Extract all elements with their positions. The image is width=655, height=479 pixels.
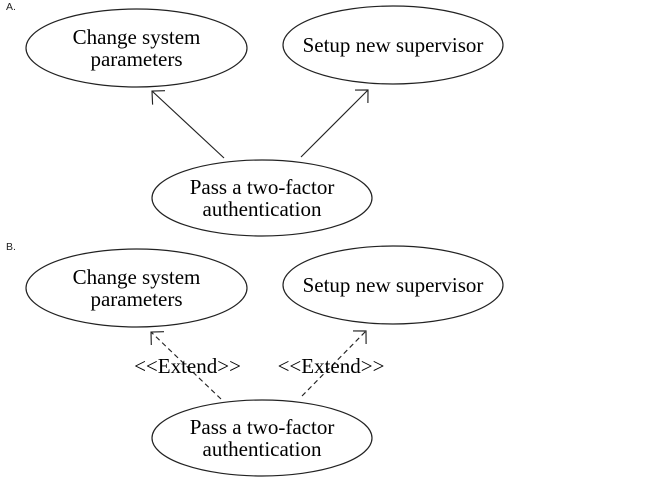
edge-a-right-shaft [300, 89, 369, 158]
open-arrowhead-icon [354, 89, 369, 104]
edge-a-bottom-to-left [151, 90, 225, 159]
edge-a-bottom-to-right [300, 89, 369, 158]
usecase-ellipse-b-setup-supervisor [282, 245, 504, 325]
usecase-ellipse-b-change-system [25, 248, 248, 328]
usecase-a-change-system-label: Change system parameters [72, 25, 201, 71]
edge-b-right-shaft [301, 330, 367, 397]
usecase-a-setup-supervisor-label: Setup new supervisor [302, 33, 484, 57]
usecase-b-change-system-label: Change system parameters [72, 265, 201, 311]
usecase-a-two-factor: Pass a two-factor authentication [152, 160, 372, 236]
usecase-b-setup-supervisor: Setup new supervisor [283, 246, 503, 324]
usecase-a-two-factor-label: Pass a two-factor authentication [189, 175, 335, 221]
usecase-b-two-factor-label: Pass a two-factor authentication [189, 415, 335, 461]
usecase-ellipse-a-setup-supervisor [282, 5, 504, 85]
open-arrowhead-icon [352, 330, 367, 345]
usecase-ellipse-a-change-system [25, 8, 248, 88]
extend-stereotype-label-right: <<Extend>> [277, 354, 385, 378]
section-a-label: A. [6, 1, 16, 13]
open-arrowhead-icon [151, 90, 166, 105]
edge-b-bottom-to-right [301, 330, 367, 397]
usecase-ellipse-a-two-factor [151, 159, 373, 237]
usecase-b-change-system: Change system parameters [26, 249, 247, 327]
extend-stereotype-label-left: <<Extend>> [134, 354, 241, 378]
usecase-a-change-system: Change system parameters [26, 9, 247, 87]
usecase-b-two-factor: Pass a two-factor authentication [152, 400, 372, 476]
edge-a-left-shaft [151, 90, 225, 159]
section-b-label: B. [6, 241, 16, 253]
open-arrowhead-icon [150, 331, 165, 346]
edge-b-bottom-to-left [150, 331, 222, 400]
usecase-ellipse-b-two-factor [151, 399, 373, 477]
usecase-a-setup-supervisor: Setup new supervisor [283, 6, 503, 84]
edge-b-left-shaft [150, 331, 222, 400]
usecase-b-setup-supervisor-label: Setup new supervisor [302, 273, 484, 297]
